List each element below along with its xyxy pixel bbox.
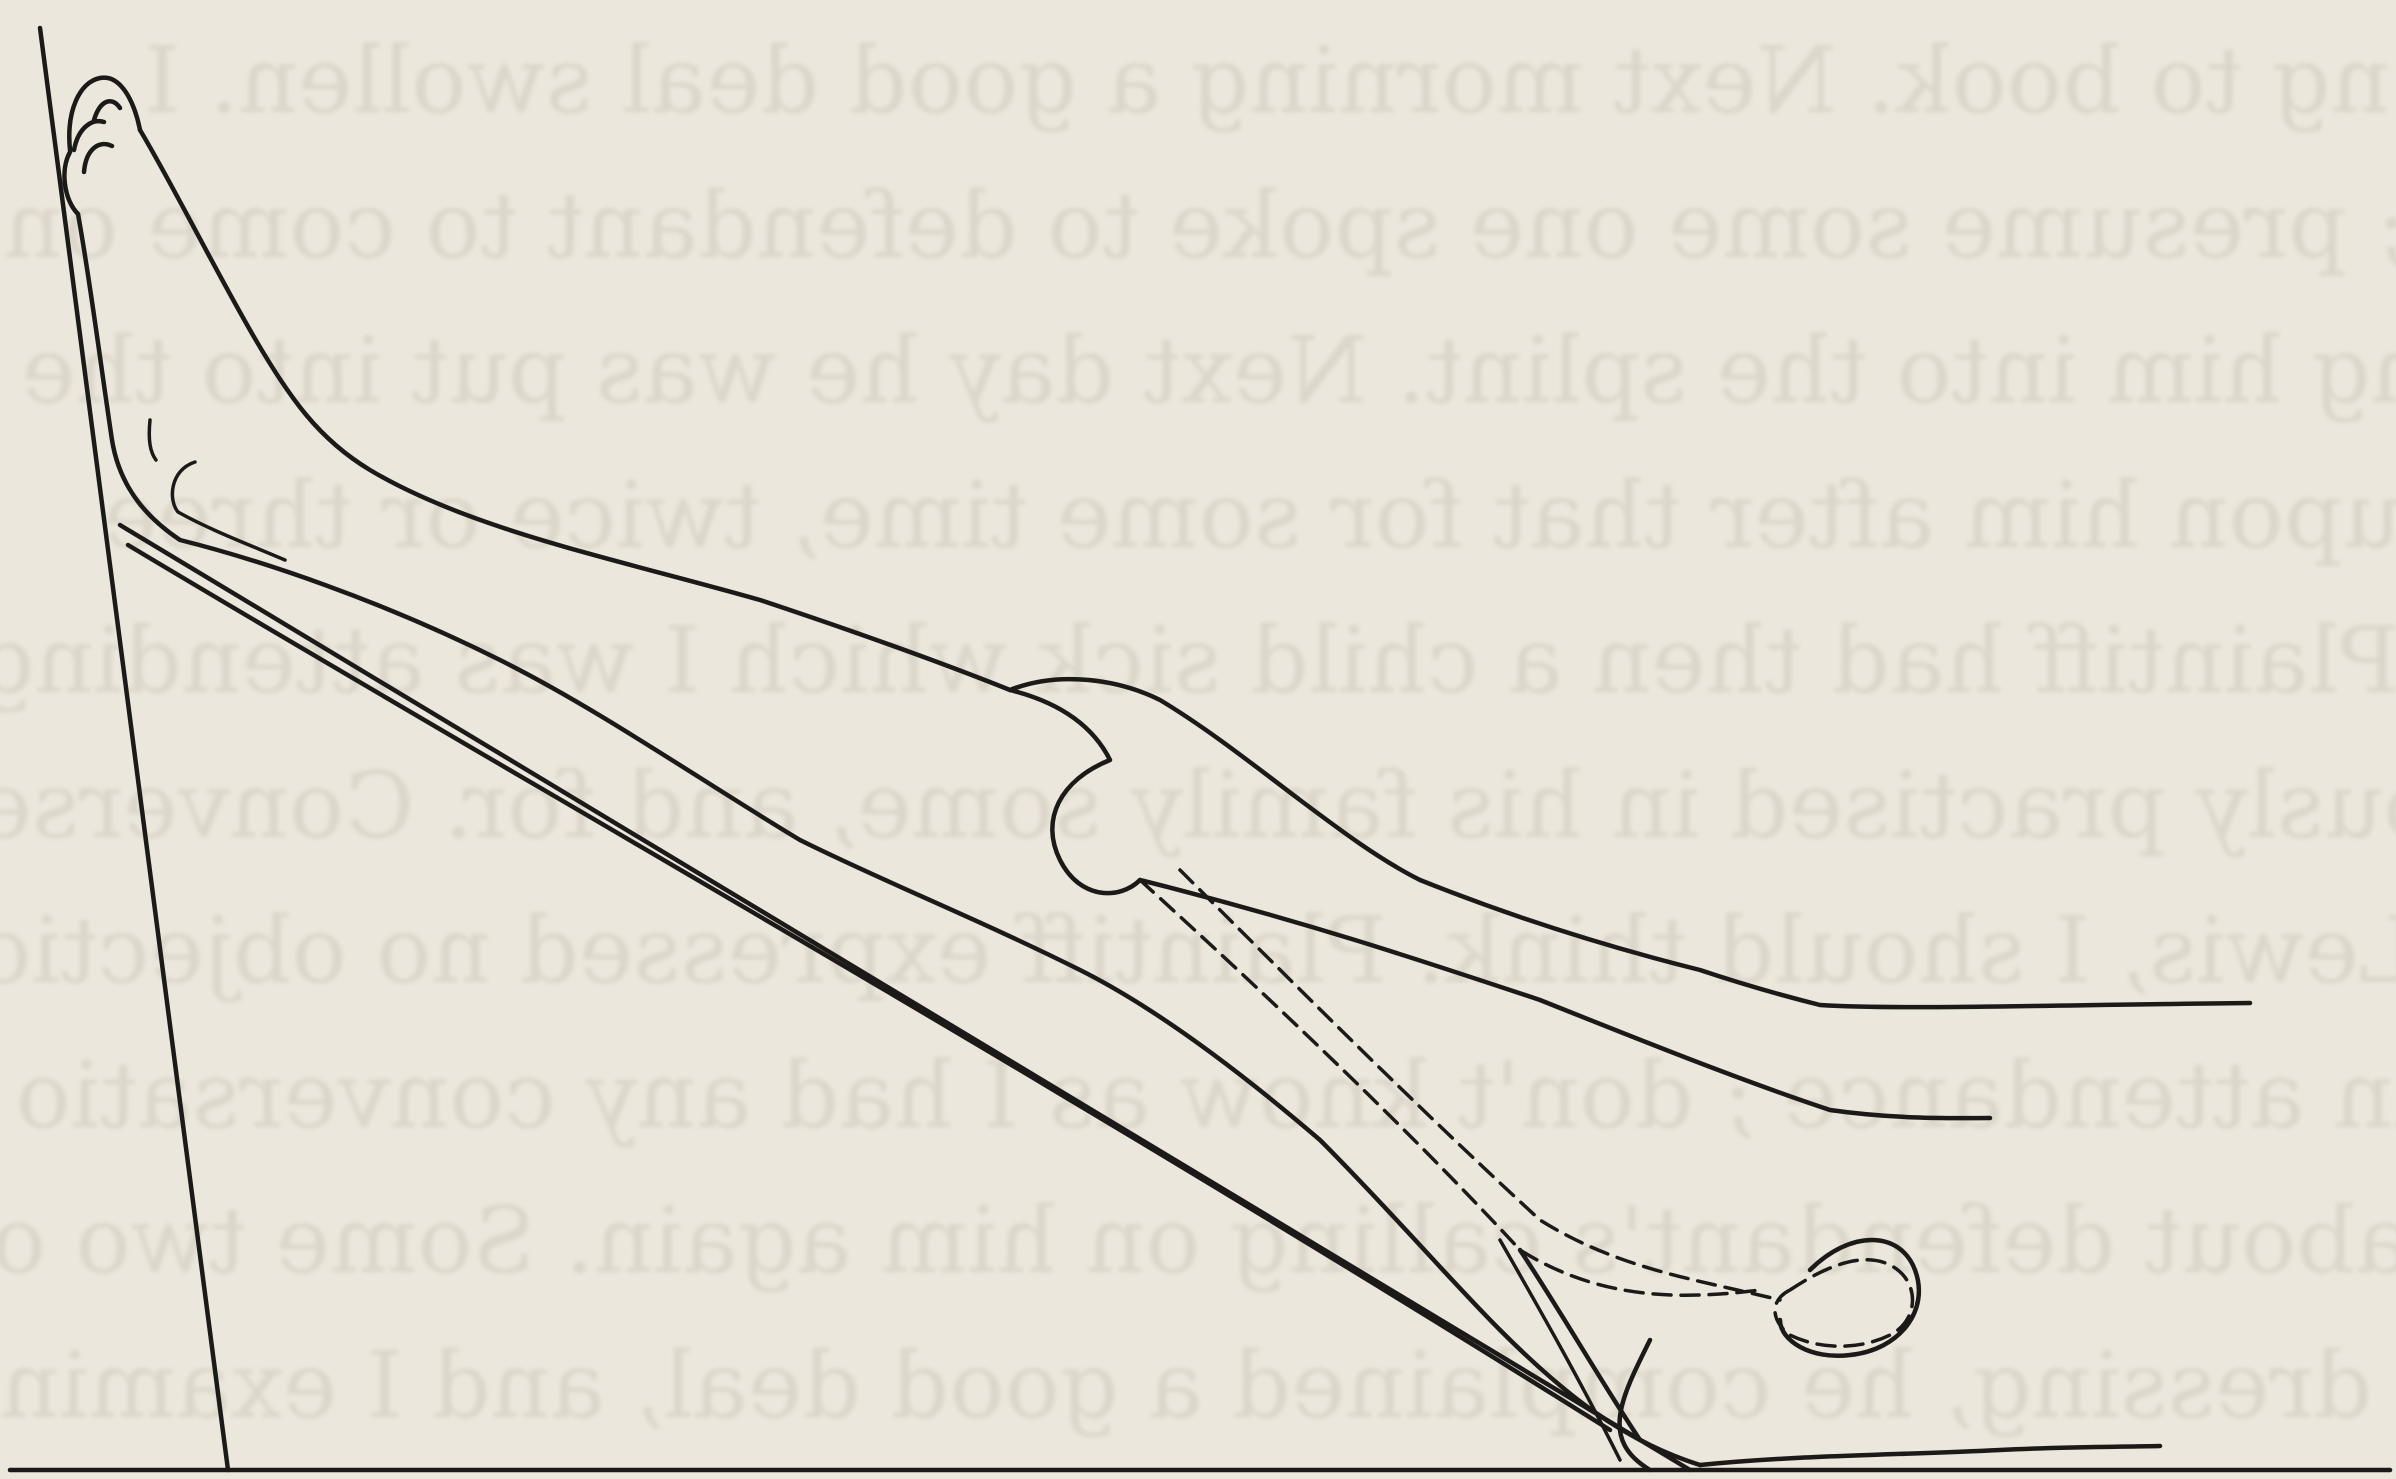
knee-cap xyxy=(1010,690,1140,893)
femur-dashed-upper xyxy=(1140,880,1760,1295)
splint-incline-board xyxy=(120,525,1690,1470)
foot-dorsum-shin xyxy=(140,130,1010,690)
thigh-upper-outline xyxy=(1420,880,2250,1007)
splint-upright xyxy=(40,28,228,1470)
splint-incline-board-inner xyxy=(128,545,1610,1430)
ankle-detail xyxy=(149,420,285,560)
hip-lower-line xyxy=(1700,1446,2160,1465)
foot-sole-heel xyxy=(78,214,800,840)
femur-dashed-lower xyxy=(1180,870,1780,1300)
foot-toes xyxy=(64,78,140,214)
knee-outline xyxy=(1010,679,1420,880)
femoral-head xyxy=(1775,1260,1913,1346)
